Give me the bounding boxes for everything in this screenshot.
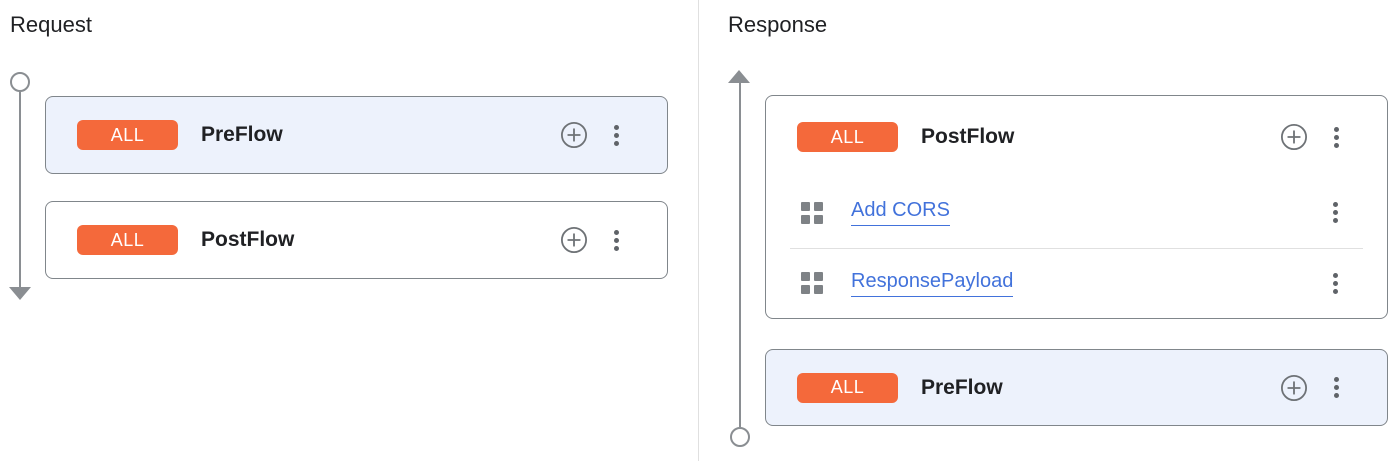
grid-squares-icon — [801, 272, 823, 295]
add-policy-button[interactable] — [560, 226, 588, 254]
response-panel-title: Response — [728, 12, 828, 37]
flow-name: PostFlow — [921, 125, 1015, 148]
add-policy-button[interactable] — [560, 121, 588, 149]
policy-link-add-cors[interactable]: Add CORS — [851, 199, 950, 227]
add-policy-button[interactable] — [1280, 123, 1308, 151]
add-policy-button[interactable] — [1280, 374, 1308, 402]
plus-circle-icon — [560, 226, 588, 254]
request-timeline-line — [19, 92, 21, 287]
flow-name: PreFlow — [201, 123, 283, 146]
kebab-menu-icon — [613, 229, 619, 235]
flow-menu-button[interactable] — [1330, 122, 1342, 152]
arrow-up-icon — [728, 70, 750, 83]
kebab-menu-icon — [1332, 272, 1338, 278]
condition-badge: ALL — [797, 372, 898, 403]
circle-node-icon — [10, 72, 30, 92]
kebab-menu-icon — [1332, 202, 1338, 208]
flow-card-request-preflow[interactable]: ALL PreFlow — [45, 96, 668, 174]
flow-card-response-postflow: ALL PostFlow Add CORS ResponsePayload — [765, 95, 1388, 319]
kebab-menu-icon — [613, 124, 619, 130]
response-timeline-line — [739, 83, 741, 427]
flow-card-request-postflow[interactable]: ALL PostFlow — [45, 201, 668, 279]
flow-header-postflow[interactable]: ALL PostFlow — [766, 96, 1387, 178]
panel-divider — [698, 0, 699, 461]
flow-menu-button[interactable] — [610, 120, 622, 150]
plus-circle-icon — [560, 121, 588, 149]
circle-node-icon — [730, 427, 750, 447]
grid-squares-icon — [801, 201, 823, 224]
flow-name: PreFlow — [921, 375, 1003, 399]
condition-badge: ALL — [77, 225, 178, 255]
condition-badge: ALL — [77, 120, 178, 150]
policy-row: Add CORS — [766, 178, 1387, 248]
flow-name: PostFlow — [201, 228, 295, 251]
kebab-menu-icon — [1333, 377, 1339, 382]
policy-menu-button[interactable] — [1329, 198, 1341, 228]
policy-menu-button[interactable] — [1329, 268, 1341, 298]
policy-divider — [790, 247, 1363, 249]
policy-row: ResponsePayload — [766, 249, 1387, 319]
flow-menu-button[interactable] — [610, 225, 622, 255]
request-panel-title: Request — [10, 12, 92, 37]
policy-link-responsepayload[interactable]: ResponsePayload — [851, 270, 1014, 297]
kebab-menu-icon — [1333, 126, 1339, 132]
flow-card-response-preflow[interactable]: ALL PreFlow — [765, 349, 1388, 426]
condition-badge: ALL — [797, 122, 898, 152]
flow-menu-button[interactable] — [1330, 373, 1342, 403]
plus-circle-icon — [1280, 374, 1308, 401]
plus-circle-icon — [1280, 123, 1308, 151]
arrow-down-icon — [9, 287, 31, 300]
